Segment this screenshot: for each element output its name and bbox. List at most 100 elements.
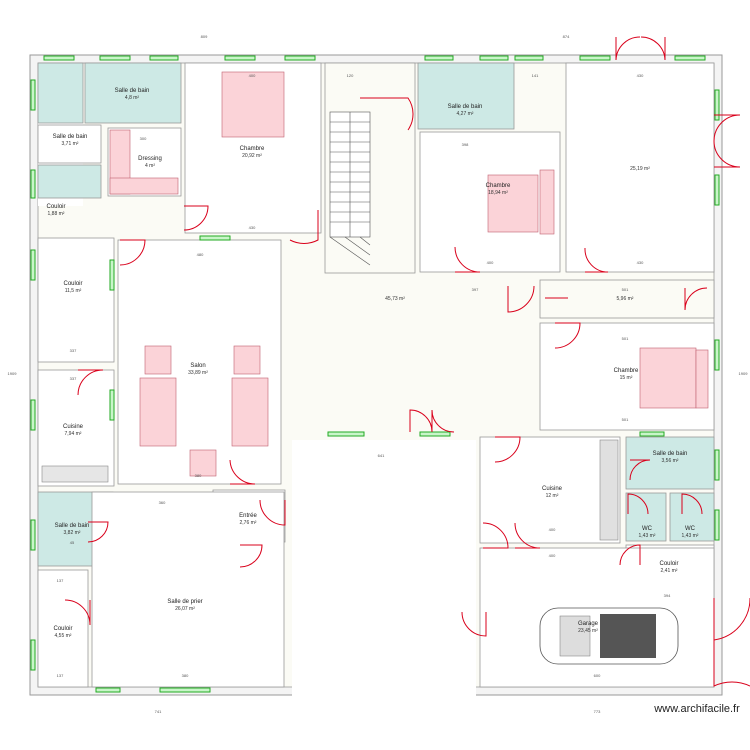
room-area-chambre-2: 18,94 m² [488, 190, 508, 196]
room-name-salon: Salon [190, 363, 205, 369]
room-sdb-top-1 [84, 62, 182, 124]
dimension-label: 394 [664, 593, 671, 598]
room-sdb-left [37, 124, 102, 164]
bed-chambre-3 [639, 347, 697, 409]
room-area-couloir-1: 1,88 m² [48, 211, 65, 217]
dimension-label: 480 [197, 252, 204, 257]
dimension-label: 874 [563, 34, 570, 39]
dimension-label: 141 [532, 73, 539, 78]
room-sdb-right [625, 436, 715, 490]
room-name-sdb-right: Salle de bain [653, 451, 688, 457]
wardrobe-2 [109, 177, 179, 195]
room-area-salon: 33,89 m² [188, 370, 208, 376]
dimension-label: 380 [195, 473, 202, 478]
room-sdb-top-2 [417, 62, 515, 130]
room-name-cuisine-1: Cuisine [63, 424, 84, 430]
room-area-entree: 2,76 m² [240, 520, 257, 526]
room-name-sdb-left: Salle de bain [53, 134, 88, 140]
room-area-hall: 45,73 m² [385, 296, 405, 302]
room-name-sdb-bottom: Salle de bain [55, 523, 90, 529]
dimension-label: 741 [155, 709, 162, 714]
dimension-label: 400 [487, 260, 494, 265]
dimension-label: 1909 [739, 371, 749, 376]
room-area-room-25: 25,19 m² [630, 166, 650, 172]
room-area-wc-2: 1,43 m² [682, 533, 699, 539]
bed-chambre-1 [221, 71, 285, 138]
dimension-label: 400 [549, 527, 556, 532]
table-salon [189, 449, 217, 477]
dimension-label: 398 [462, 142, 469, 147]
dimension-label: 809 [201, 34, 208, 39]
room-area-chambre-1: 20,92 m² [242, 153, 262, 159]
sofa-1 [139, 377, 177, 447]
dimension-label: 360 [159, 500, 166, 505]
room-sdb-a [37, 62, 84, 124]
dimension-label: 430 [249, 225, 256, 230]
dimension-label: 300 [140, 136, 147, 141]
room-sdb-left-b [37, 164, 102, 199]
room-area-sdb-bottom: 3,82 m² [64, 530, 81, 536]
dimension-label: 137 [57, 578, 64, 583]
room-cuisine-2 [479, 436, 621, 544]
room-name-entree: Entrée [239, 513, 257, 519]
dimension-label: 45 [70, 540, 75, 545]
dimension-label: 501 [622, 336, 629, 341]
room-area-couloir-4: 4,55 m² [55, 633, 72, 639]
kitchen-counter-2 [41, 465, 109, 483]
room-couloir-2 [37, 237, 115, 363]
room-name-couloir-4: Couloir [53, 626, 72, 632]
windows [30, 55, 720, 693]
armchair-2 [233, 345, 261, 375]
room-name-salle-prier: Salle de prier [167, 599, 202, 605]
dimension-label: 380 [182, 673, 189, 678]
room-area-sdb-left: 3,71 m² [62, 141, 79, 147]
room-area-sdb-top-1: 4,8 m² [125, 95, 140, 101]
dimension-label: 430 [637, 73, 644, 78]
room-salle-prier [91, 491, 285, 688]
room-couloir-4 [37, 569, 89, 688]
dimension-label: 501 [622, 417, 629, 422]
watermark: www.archifacile.fr [653, 703, 740, 715]
room-chambre-3 [539, 322, 715, 431]
dimension-label: 397 [472, 287, 479, 292]
room-area-garage: 23,45 m² [578, 628, 598, 634]
interior-walls [37, 62, 715, 688]
room-area-couloir-3: 2,41 m² [661, 568, 678, 574]
room-area-passage: 5,96 m² [617, 296, 634, 302]
room-area-couloir-2: 11,5 m² [65, 288, 82, 294]
room-area-chambre-3: 15 m² [620, 375, 633, 381]
room-area-sdb-top-2: 4,27 m² [457, 111, 474, 117]
room-25 [565, 62, 715, 273]
armchair-1 [144, 345, 172, 375]
room-name-couloir-3: Couloir [659, 561, 678, 567]
room-name-chambre-3: Chambre [614, 368, 639, 374]
dimension-label: 337 [70, 348, 77, 353]
wardrobe-4 [695, 349, 709, 409]
room-area-sdb-right: 3,56 m² [662, 458, 679, 464]
doors [64, 36, 750, 687]
room-name-couloir-1: Couloir [46, 204, 65, 210]
dimension-label: 137 [57, 673, 64, 678]
wardrobe-3 [539, 169, 555, 235]
dimension-label: 641 [378, 453, 385, 458]
room-wc-1 [625, 492, 667, 542]
dimension-label: 501 [622, 287, 629, 292]
room-name-sdb-top-2: Salle de bain [448, 104, 483, 110]
room-name-couloir-2: Couloir [63, 281, 82, 287]
room-name-cuisine-2: Cuisine [542, 486, 563, 492]
bed-chambre-2 [487, 174, 539, 233]
dimension-label: 430 [637, 260, 644, 265]
car-icon [539, 607, 679, 665]
room-area-wc-1: 1,43 m² [639, 533, 656, 539]
room-name-dressing: Dressing [138, 156, 162, 162]
room-area-cuisine-2: 12 m² [546, 493, 559, 499]
room-area-salle-prier: 26,07 m² [175, 606, 195, 612]
dimension-label: 600 [594, 673, 601, 678]
staircase [329, 111, 371, 266]
kitchen-counter [599, 439, 619, 541]
dimension-label: 400 [249, 73, 256, 78]
